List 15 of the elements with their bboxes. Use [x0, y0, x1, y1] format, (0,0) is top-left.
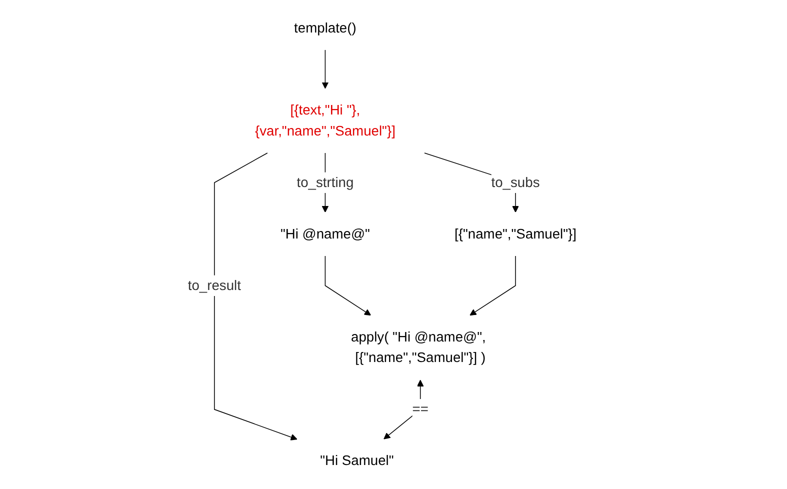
arrow — [324, 256, 371, 316]
arrow — [383, 380, 424, 440]
edge-label: == — [412, 401, 428, 417]
node-text: "Hi @name@" — [280, 226, 370, 242]
edge-label: to_strting — [296, 174, 354, 190]
node-text: apply( "Hi @name@", [{"name","Samuel"}] ) — [350, 329, 486, 366]
edge-label: to_subs — [491, 174, 540, 190]
node-text: [{text,"Hi "},{var,"name","Samuel"}] — [254, 102, 396, 138]
node-text: template() — [294, 20, 356, 36]
arrow — [214, 152, 298, 440]
arrow — [469, 256, 516, 316]
node-text: [{"name","Samuel"}] — [454, 226, 576, 242]
node-text: "Hi Samuel" — [320, 452, 394, 468]
edge-label: to_result — [188, 278, 241, 293]
arrow — [322, 50, 328, 89]
